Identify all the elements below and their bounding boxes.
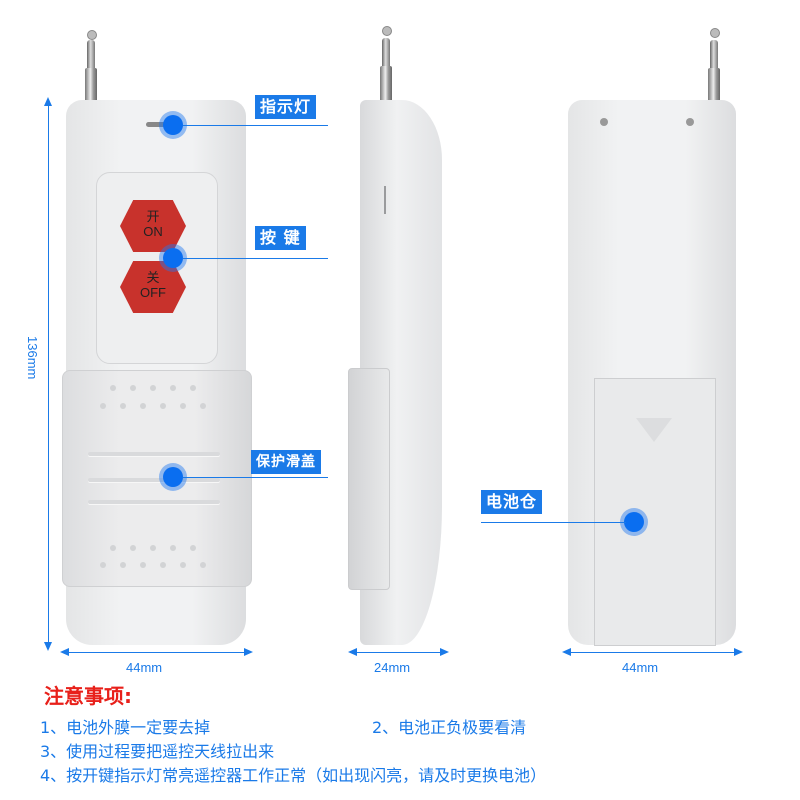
antenna-knob [87,30,97,40]
leader-line [183,258,328,259]
arrow-down-icon [44,642,52,651]
off-button[interactable]: 关 OFF [120,261,186,313]
on-button-cn: 开 [146,209,160,224]
antenna-tip [87,40,95,74]
antenna-tip [382,38,390,72]
cover-label: 保护滑盖 [251,450,321,474]
front-width-label: 44mm [126,660,163,675]
dimension-line [48,104,49,644]
battery-label: 电池仓 [481,490,543,514]
notes-title: 注意事项: [44,684,132,708]
indicator-pin-icon [163,115,183,135]
indicator-label: 指示灯 [255,95,317,119]
keys-label: 按 键 [255,226,306,250]
battery-pin-icon [624,512,644,532]
antenna [85,68,97,108]
antenna [380,66,392,106]
keys-pin-icon [163,248,183,268]
note-item: 3、使用过程要把遥控天线拉出来 [40,742,275,761]
on-button-en: ON [143,224,163,239]
note-item: 1、电池外膜一定要去掉 [40,718,211,737]
antenna-tip [710,40,718,74]
side-cover [348,368,390,590]
antenna-knob [382,26,392,36]
arrow-left-icon [348,648,357,656]
indicator-led [146,122,166,127]
cover-groove [88,478,220,482]
arrow-left-icon [60,648,69,656]
arrow-left-icon [562,648,571,656]
arrow-right-icon [244,648,253,656]
dimension-line [354,652,442,653]
screw-icon [686,118,694,126]
side-depth-label: 24mm [374,660,411,675]
note-item: 2、电池正负极要看清 [372,718,527,737]
leader-line [481,522,626,523]
side-slot [384,186,386,214]
arrow-right-icon [440,648,449,656]
back-width-label: 44mm [622,660,659,675]
slide-arrow-icon [636,418,672,442]
leader-line [183,477,328,478]
antenna-knob [710,28,720,38]
dimension-line [66,652,246,653]
off-button-en: OFF [140,285,166,300]
arrow-right-icon [734,648,743,656]
on-button[interactable]: 开 ON [120,200,186,252]
note-item: 4、按开键指示灯常亮遥控器工作正常（如出现闪亮，请及时更换电池） [40,766,547,785]
cover-groove [88,452,220,456]
height-label: 136mm [25,336,40,380]
dimension-line [568,652,736,653]
cover-groove [88,500,220,504]
leader-line [183,125,328,126]
cover-pin-icon [163,467,183,487]
arrow-up-icon [44,97,52,106]
off-button-cn: 关 [146,270,160,285]
screw-icon [600,118,608,126]
antenna [708,68,720,108]
